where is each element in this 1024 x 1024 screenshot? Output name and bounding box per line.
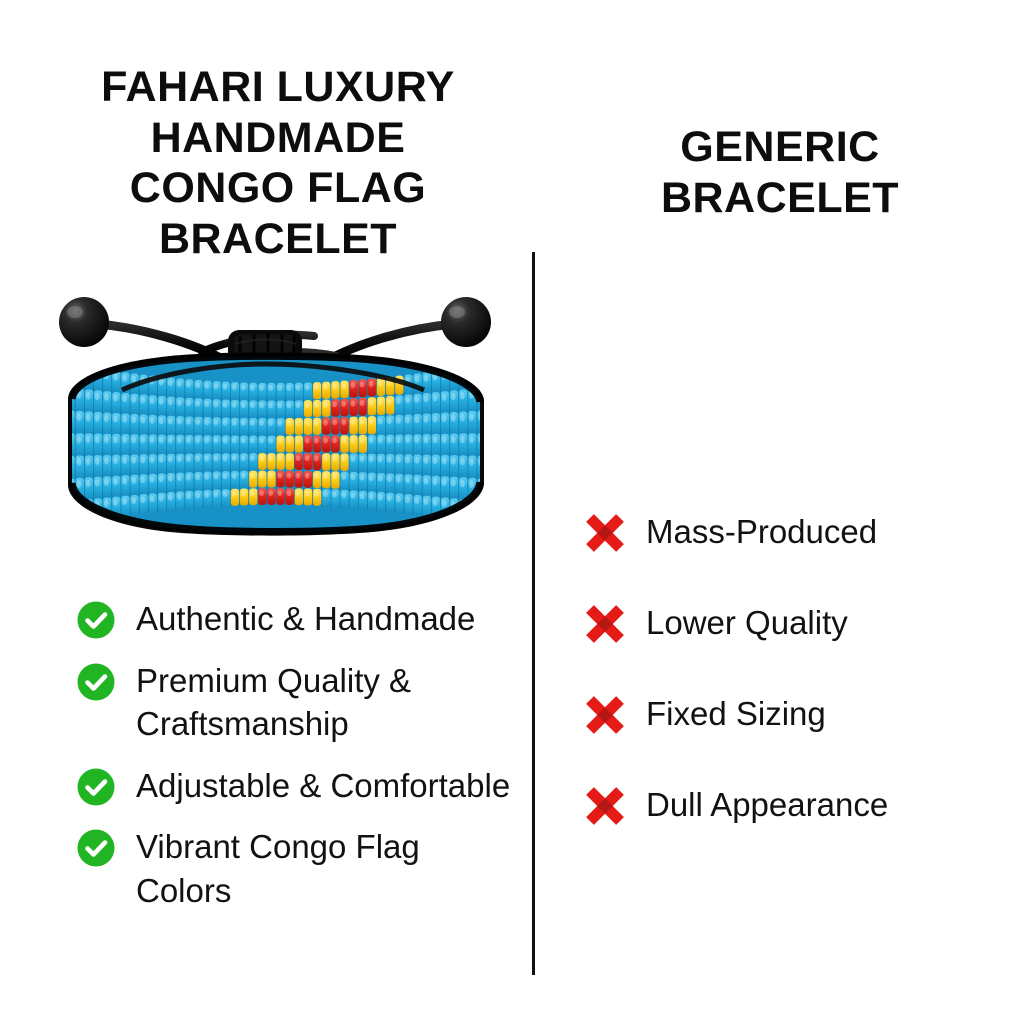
right-title-line-2: BRACELET <box>660 173 900 222</box>
right-panel-title: GENERIC BRACELET <box>556 122 1004 223</box>
green-check-circle-icon <box>76 662 116 702</box>
red-x-icon <box>584 785 626 827</box>
red-x-icon <box>584 512 626 554</box>
red-x-icon <box>584 694 626 736</box>
drawback-label: Fixed Sizing <box>646 695 826 732</box>
bracelet-end-bead-right <box>441 297 491 347</box>
list-item: Premium Quality & Craftsmanship <box>76 658 516 746</box>
green-check-circle-icon <box>76 767 116 807</box>
drawbacks-list: Mass-Produced Lower Quality <box>584 508 1004 872</box>
green-check-circle-icon <box>76 828 116 868</box>
panel-divider <box>532 252 535 975</box>
drawback-label: Dull Appearance <box>646 786 889 823</box>
list-item: Lower Quality <box>584 599 1004 645</box>
left-panel-title: FAHARI LUXURY HANDMADE CONGO FLAG BRACEL… <box>36 62 520 265</box>
list-item: Adjustable & Comfortable <box>76 763 516 808</box>
drawback-label: Mass-Produced <box>646 513 878 550</box>
benefit-label: Adjustable & Comfortable <box>136 766 511 804</box>
benefit-label: Vibrant Congo Flag Colors <box>136 828 420 909</box>
green-check-circle-icon <box>76 600 116 640</box>
list-item: Vibrant Congo Flag Colors <box>76 824 516 912</box>
bracelet-end-bead-left <box>59 297 109 347</box>
right-title-line-1: GENERIC <box>680 123 880 171</box>
left-title-line-1: FAHARI LUXURY <box>101 63 455 111</box>
list-item: Dull Appearance <box>584 781 1004 827</box>
list-item: Mass-Produced <box>584 508 1004 554</box>
benefit-label: Authentic & Handmade <box>136 600 476 637</box>
left-title-line-4: BRACELET <box>158 215 398 264</box>
left-title-line-2: HANDMADE <box>150 113 406 162</box>
left-title-line-3: CONGO FLAG <box>129 164 427 213</box>
red-x-icon <box>584 603 626 645</box>
list-item: Fixed Sizing <box>584 690 1004 736</box>
list-item: Authentic & Handmade <box>76 596 516 641</box>
benefits-list: Authentic & Handmade Premium Quality & C… <box>76 596 516 929</box>
drawback-label: Lower Quality <box>646 604 848 641</box>
product-image-bracelet <box>52 286 500 578</box>
benefit-label: Premium Quality & Craftsmanship <box>136 661 412 743</box>
